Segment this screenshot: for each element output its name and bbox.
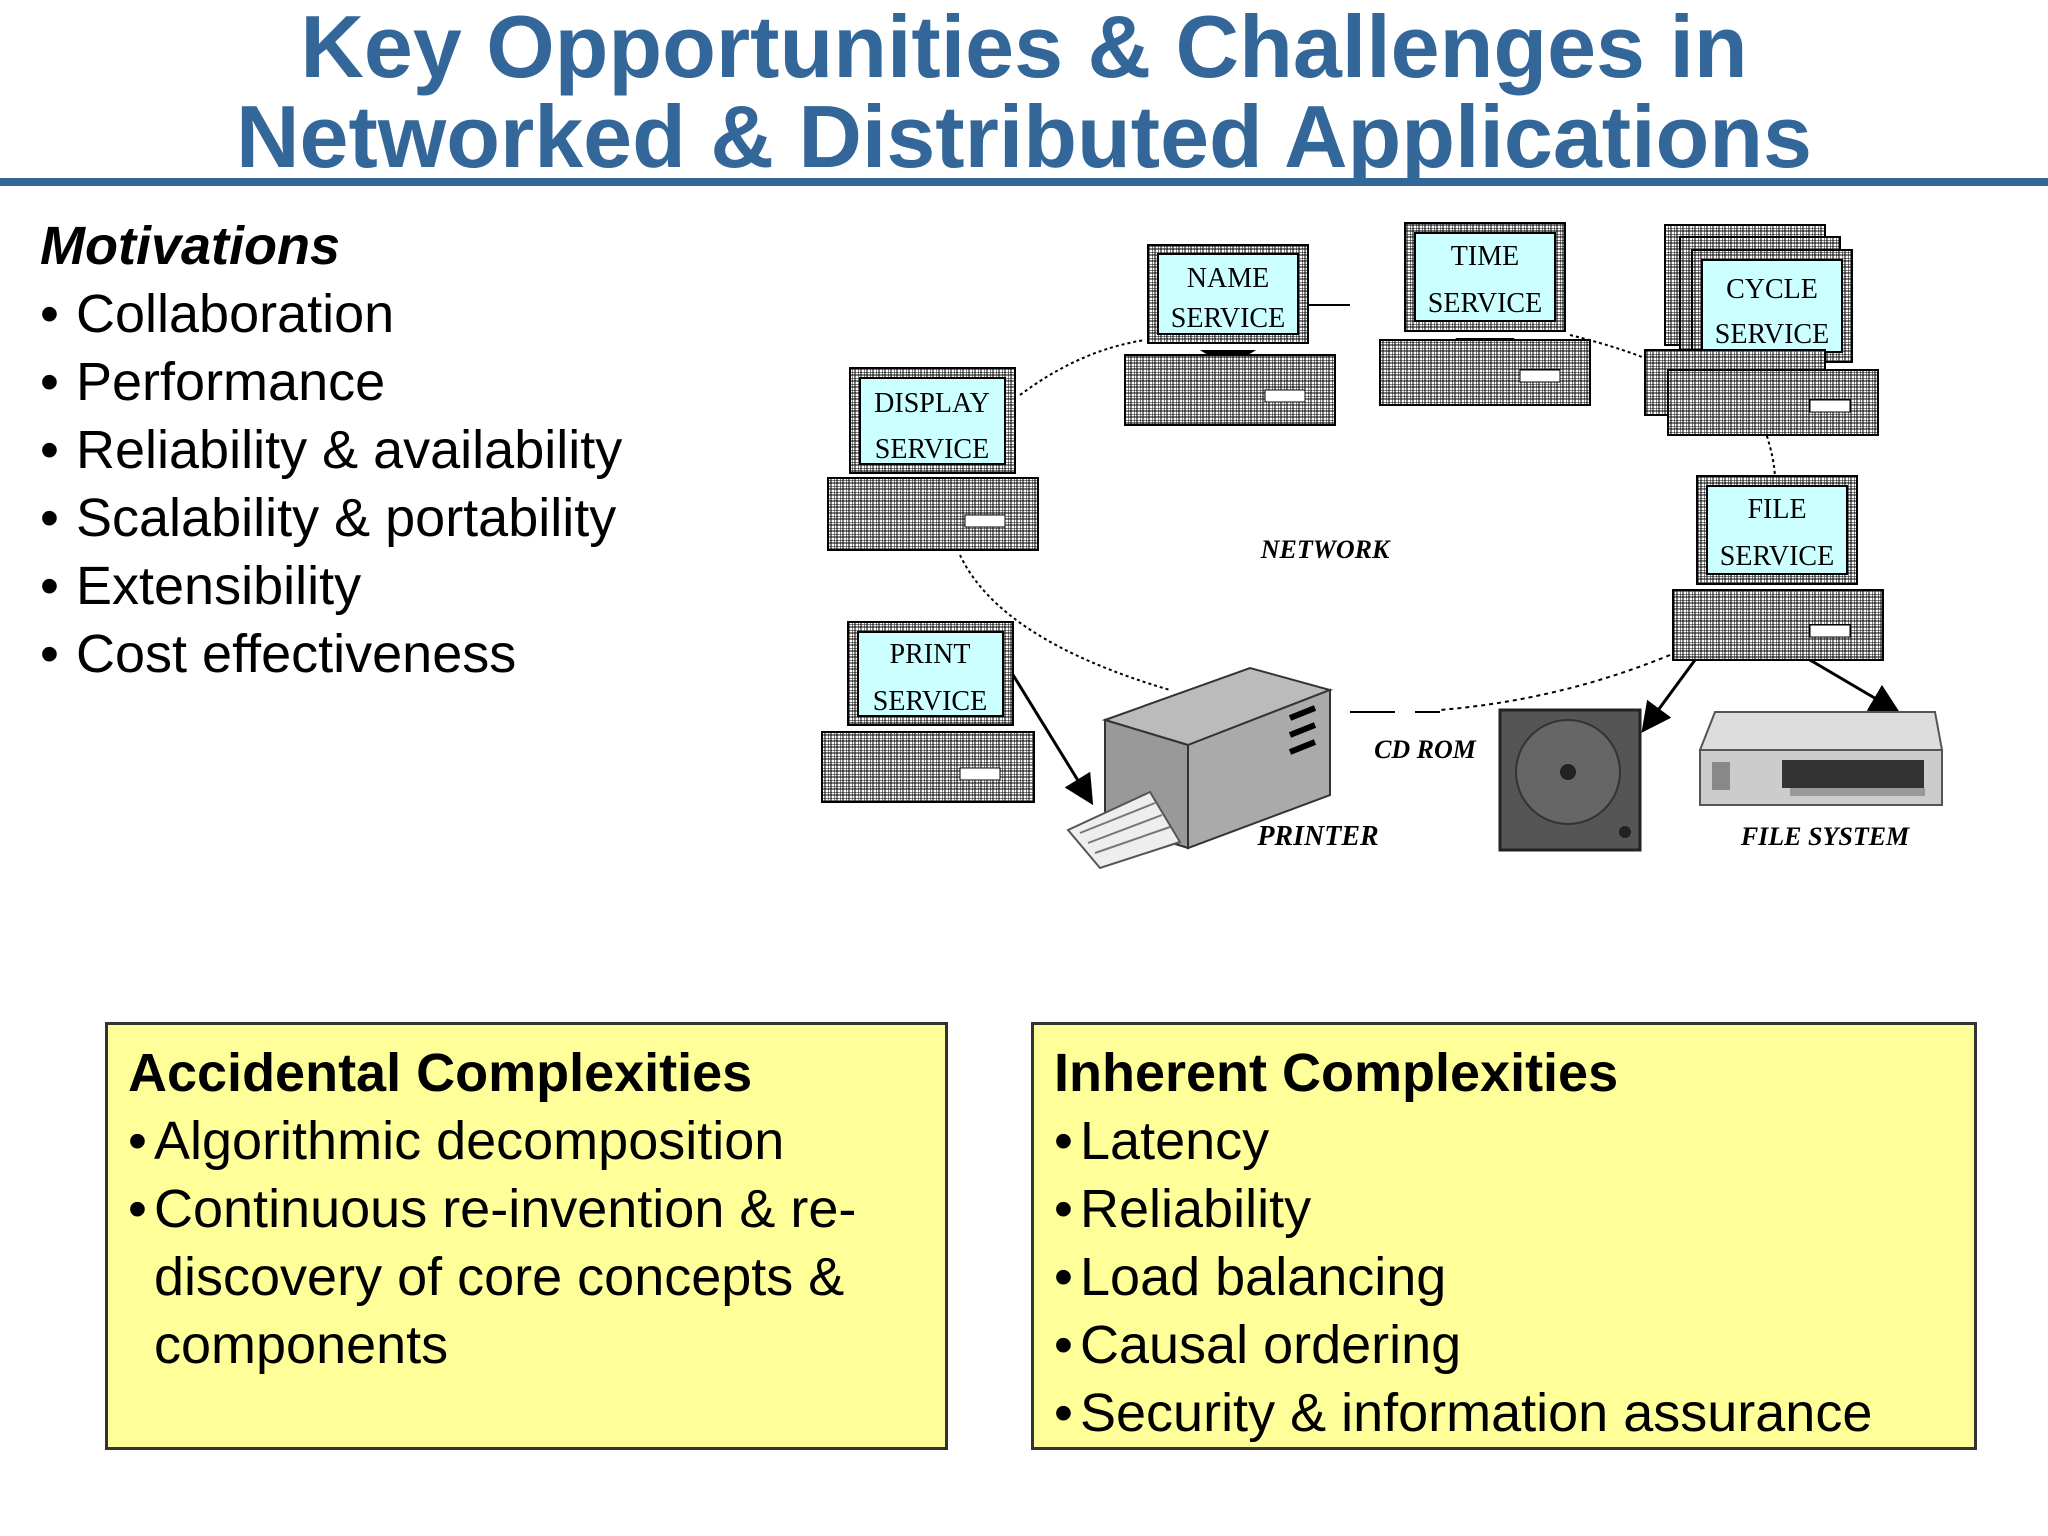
display-service-label-2: SERVICE xyxy=(875,434,989,465)
list-item-text: Extensibility xyxy=(76,556,361,616)
print-service-label-1: PRINT xyxy=(890,639,971,670)
print-service-label-2: SERVICE xyxy=(873,686,987,717)
list-item: •Reliability & availability xyxy=(40,416,820,484)
time-service-label-2: SERVICE xyxy=(1428,288,1542,319)
computer-file-service: FILE SERVICE xyxy=(1673,476,1883,660)
bullet-icon: • xyxy=(40,484,76,552)
list-item-text: Algorithmic decomposition xyxy=(154,1107,925,1175)
list-item: •Cost effectiveness xyxy=(40,620,820,688)
name-service-label-2: SERVICE xyxy=(1171,303,1285,334)
list-item-text: Collaboration xyxy=(76,284,394,344)
list-item: •Performance xyxy=(40,348,820,416)
title-divider xyxy=(0,178,2048,186)
list-item-text: Latency xyxy=(1080,1107,1954,1175)
file-system-label: FILE SYSTEM xyxy=(1740,822,1910,851)
motivations-list: •Collaboration •Performance •Reliability… xyxy=(40,280,820,688)
name-service-label-1: NAME xyxy=(1187,263,1269,294)
cycle-service-label-2: SERVICE xyxy=(1715,319,1829,350)
bullet-icon: • xyxy=(40,620,76,688)
file-service-label-2: SERVICE xyxy=(1720,541,1834,572)
computer-time-service: TIME SERVICE xyxy=(1380,223,1590,405)
bullet-icon: • xyxy=(1054,1175,1080,1243)
file-system-icon xyxy=(1700,712,1942,805)
slide-title-line-2: Networked & Distributed Applications xyxy=(0,92,2048,182)
list-item: •Extensibility xyxy=(40,552,820,620)
bullet-icon: • xyxy=(1054,1107,1080,1175)
list-item: •Load balancing xyxy=(1054,1243,1954,1311)
time-service-label-1: TIME xyxy=(1451,241,1519,272)
bullet-icon: • xyxy=(40,416,76,484)
list-item-text: Cost effectiveness xyxy=(76,624,516,684)
bullet-icon: • xyxy=(40,552,76,620)
network-diagram: NAME SERVICE TIME SERVICE CYCLE SERVICE … xyxy=(810,210,1970,890)
cycle-service-label-1: CYCLE xyxy=(1726,274,1818,305)
cd-rom-label: CD ROM xyxy=(1374,735,1477,764)
computer-display-service: DISPLAY SERVICE xyxy=(828,368,1038,550)
bullet-icon: • xyxy=(1054,1379,1080,1447)
list-item: •Continuous re-invention & re-discovery … xyxy=(128,1175,925,1379)
accidental-complexities-heading: Accidental Complexities xyxy=(128,1039,925,1107)
list-item-text: Load balancing xyxy=(1080,1243,1954,1311)
list-item-text: Security & information assurance xyxy=(1080,1379,1954,1447)
list-item: •Causal ordering xyxy=(1054,1311,1954,1379)
computer-print-service: PRINT SERVICE xyxy=(822,622,1034,802)
accidental-complexities-box: Accidental Complexities •Algorithmic dec… xyxy=(105,1022,948,1450)
list-item-text: Scalability & portability xyxy=(76,488,616,548)
slide-title-line-1: Key Opportunities & Challenges in xyxy=(0,2,2048,92)
network-label: NETWORK xyxy=(1260,535,1391,564)
printer-label: PRINTER xyxy=(1256,821,1378,852)
slide-title: Key Opportunities & Challenges in Networ… xyxy=(0,2,2048,182)
inherent-complexities-box: Inherent Complexities •Latency •Reliabil… xyxy=(1031,1022,1977,1450)
computer-cycle-service: CYCLE SERVICE xyxy=(1645,225,1878,435)
list-item-text: Reliability xyxy=(1080,1175,1954,1243)
list-item-text: Reliability & availability xyxy=(76,420,622,480)
bullet-icon: • xyxy=(1054,1243,1080,1311)
list-item: •Collaboration xyxy=(40,280,820,348)
cd-rom-icon xyxy=(1500,710,1640,850)
bullet-icon: • xyxy=(40,348,76,416)
list-item: •Reliability xyxy=(1054,1175,1954,1243)
motivations-section: Motivations •Collaboration •Performance … xyxy=(40,212,820,688)
list-item-text: Continuous re-invention & re-discovery o… xyxy=(154,1175,925,1379)
motivations-heading: Motivations xyxy=(40,212,820,280)
list-item-text: Performance xyxy=(76,352,385,412)
computer-name-service: NAME SERVICE xyxy=(1125,245,1335,425)
file-service-label-1: FILE xyxy=(1747,494,1806,525)
bullet-icon: • xyxy=(128,1107,154,1175)
bullet-icon: • xyxy=(40,280,76,348)
inherent-complexities-heading: Inherent Complexities xyxy=(1054,1039,1954,1107)
list-item: •Latency xyxy=(1054,1107,1954,1175)
list-item-text: Causal ordering xyxy=(1080,1311,1954,1379)
list-item: •Algorithmic decomposition xyxy=(128,1107,925,1175)
bullet-icon: • xyxy=(128,1175,154,1379)
bullet-icon: • xyxy=(1054,1311,1080,1379)
list-item: •Security & information assurance xyxy=(1054,1379,1954,1447)
list-item: •Scalability & portability xyxy=(40,484,820,552)
display-service-label-1: DISPLAY xyxy=(874,388,990,419)
